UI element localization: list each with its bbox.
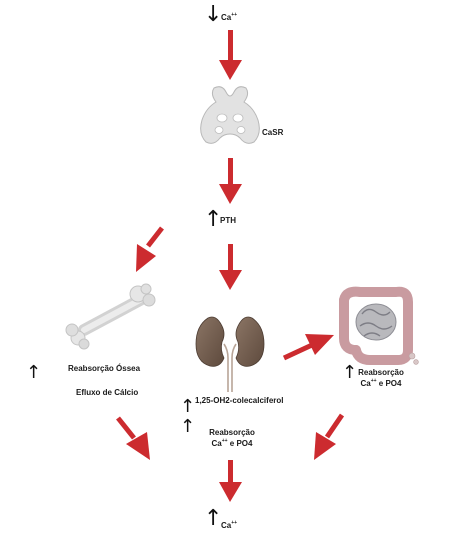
kidney-icon — [195, 316, 265, 392]
arrow-kidney-to-intestine — [282, 334, 334, 361]
arrow-gland-to-pth — [219, 158, 242, 204]
arrow-top-to-gland — [219, 30, 242, 80]
kidney-reabsorption-label: Reabsorção Ca++ e PO4 — [209, 428, 255, 448]
kidney-reabsorption-increase-arrow: ↑ — [180, 416, 196, 437]
calcitriol-label: 1,25-OH2-colecalciferol — [195, 396, 284, 405]
bone-icon — [65, 283, 156, 350]
top-ca-label: Ca++ — [221, 12, 238, 22]
arrow-kidney-to-bottom — [219, 460, 242, 502]
intestine-reabsorption-label: Reabsorção Ca++ e PO4 — [358, 368, 404, 388]
pth-increase-arrow: ↑ — [204, 207, 223, 232]
ca-increase-arrow: ↑ — [204, 506, 223, 531]
parathyroid-gland-icon — [200, 86, 260, 144]
bone-increase-arrow: ↑ — [26, 362, 42, 383]
arrow-pth-to-kidney — [219, 244, 242, 290]
bone-label-efflux: Efluxo de Cálcio — [76, 388, 139, 397]
ca-decrease-arrow: ↓ — [204, 2, 223, 27]
arrow-bone-to-bottom — [116, 416, 150, 460]
intestine-icon — [339, 286, 419, 365]
arrow-pth-to-bone — [136, 226, 164, 272]
arrow-intestine-to-bottom — [314, 413, 345, 460]
bone-label-reabsorption: Reabsorção Óssea — [68, 364, 141, 373]
pth-label: PTH — [220, 216, 236, 225]
casr-label: CaSR — [262, 128, 284, 137]
calcitriol-increase-arrow: ↑ — [180, 396, 196, 417]
bottom-ca-label: Ca++ — [221, 520, 238, 530]
intestine-increase-arrow: ↑ — [342, 362, 358, 383]
